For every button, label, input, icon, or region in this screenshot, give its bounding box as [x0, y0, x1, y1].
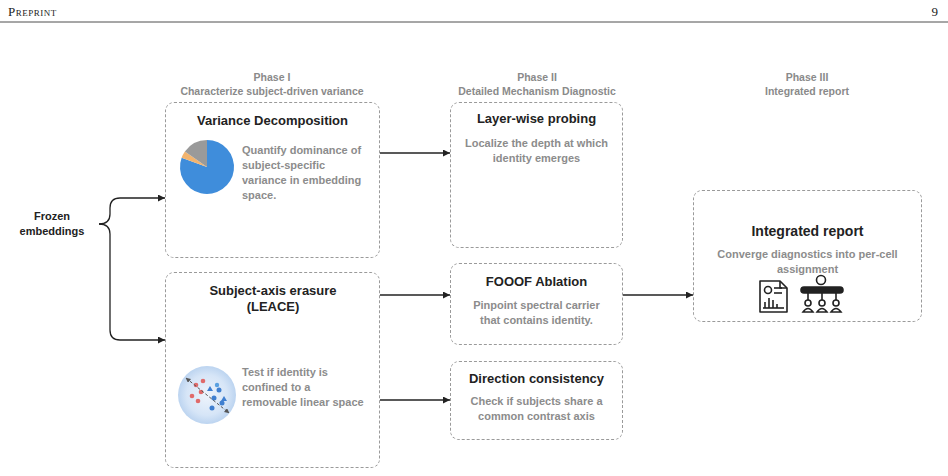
phase-box: Subject-axis erasure (LEACE) Test if iden…: [165, 272, 380, 468]
box-description: Localize the depth at which identity eme…: [462, 136, 611, 166]
phase-box: Direction consistencyCheck if subjects s…: [450, 361, 623, 440]
phase-box: Layer-wise probingLocalize the depth at …: [450, 102, 623, 248]
running-header: Preprint: [8, 4, 57, 20]
phase-subtitle: Characterize subject-driven variance: [122, 85, 422, 98]
box-description: Converge diagnostics into per-cell assig…: [713, 247, 902, 277]
box-description: Check if subjects share a common contras…: [462, 394, 611, 424]
flow-arrow: [380, 152, 450, 153]
input-label: Frozen embeddings: [8, 208, 96, 240]
box-title: FOOOF Ablation: [451, 274, 622, 290]
phase-box: FOOOF AblationPinpoint spectral carrier …: [450, 263, 623, 345]
brace-connector: [99, 198, 165, 224]
flow-arrow: [380, 294, 450, 295]
phase-label: Phase III: [657, 71, 948, 84]
page-number: 9: [932, 4, 939, 20]
box-title: Variance Decomposition: [166, 113, 379, 129]
phase-label: Phase I: [122, 71, 422, 84]
box-title: Subject-axis erasure (LEACE): [193, 283, 353, 315]
flow-arrow: [623, 294, 693, 295]
flow-arrow: [380, 399, 450, 400]
report-icon: [760, 281, 787, 312]
phase-subtitle: Detailed Mechanism Diagnostic: [387, 85, 687, 98]
header-rule: [0, 22, 948, 23]
box-description: Quantify dominance of subject-specific v…: [242, 143, 370, 203]
phase-box: Variance DecompositionQuantify dominance…: [165, 102, 380, 258]
input-text: Frozen embeddings: [8, 209, 96, 239]
box-title: Integrated report: [694, 223, 921, 239]
box-description: Pinpoint spectral carrier that contains …: [462, 298, 611, 328]
leace-illustration: [178, 366, 236, 424]
box-title: Layer-wise probing: [451, 111, 622, 127]
phase-label: Phase II: [387, 71, 687, 84]
pie-chart: [180, 140, 234, 194]
box-title: Direction consistency: [451, 371, 622, 387]
phase-subtitle: Integrated report: [657, 85, 948, 98]
hierarchy-icon: [801, 276, 843, 313]
report-box: Integrated reportConverge diagnostics in…: [693, 190, 922, 322]
brace-connector: [99, 224, 165, 340]
box-description: Test if identity is confined to a remova…: [242, 365, 367, 410]
